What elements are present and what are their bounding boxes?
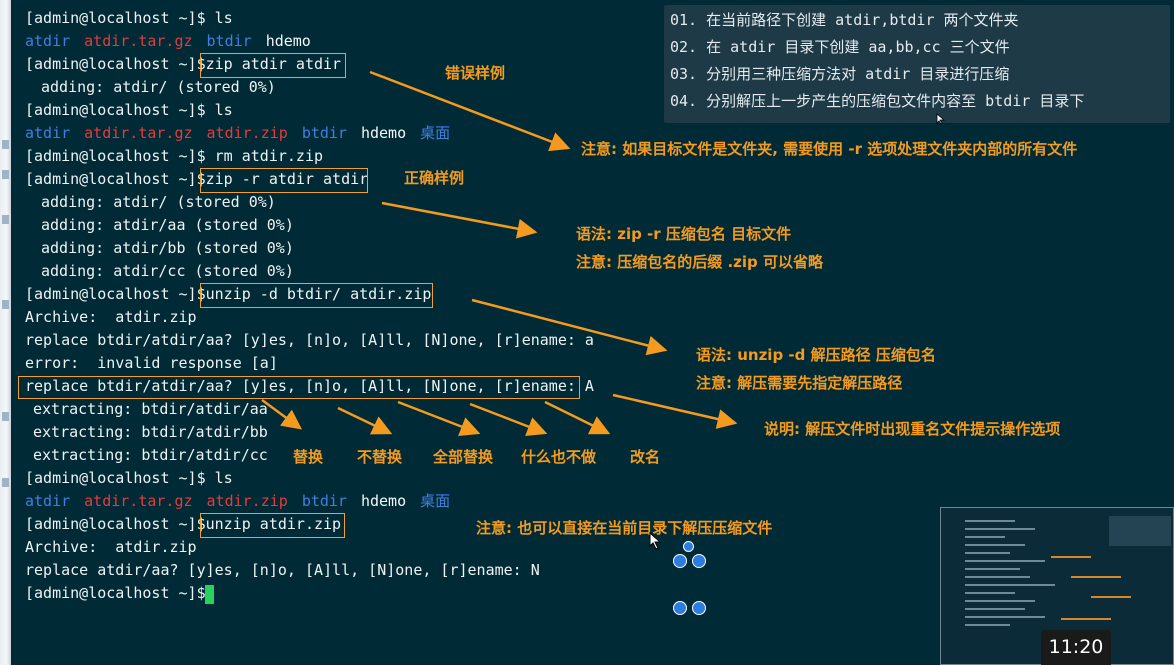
prompt: [admin@localhost ~]$ (25, 9, 206, 27)
prompt: [admin@localhost ~]$ (25, 55, 206, 73)
dir-entry: 桌面 (420, 124, 451, 142)
dir-entry: atdir (25, 124, 71, 142)
command-text: zip atdir atdir (205, 55, 342, 73)
dir-entry: atdir (25, 492, 71, 510)
resize-handle-top-left[interactable] (673, 554, 687, 568)
resize-handle-bottom-right[interactable] (692, 601, 706, 615)
annotation-syntax-unzip: 语法: unzip -d 解压路径 压缩包名 (696, 346, 936, 364)
annotation-note-current: 注意: 也可以直接在当前目录下解压压缩文件 (476, 519, 773, 537)
annotation-opt-none: 什么也不做 (521, 448, 597, 466)
annotation-syntax-zip: 语法: zip -r 压缩包名 目标文件 (576, 225, 792, 243)
output-line: adding: atdir/ (stored 0%) (41, 193, 276, 211)
output-line: adding: atdir/aa (stored 0%) (41, 216, 294, 234)
note-item: 02. 在 atdir 目录下创建 aa,bb,cc 三个文件 (670, 38, 1010, 56)
command-text: rm atdir.zip (214, 147, 324, 165)
output-line: extracting: btdir/atdir/cc (33, 446, 268, 464)
archive-entry: atdir.zip (206, 124, 288, 142)
terminal-line: [admin@localhost ~]$ rm atdir.zip (25, 145, 323, 168)
terminal-line: [admin@localhost ~]$zip atdir atdir (25, 53, 341, 76)
command-text: unzip -d btdir/ atdir.zip (205, 285, 432, 303)
output-line: adding: atdir/ (stored 0%) (41, 78, 276, 96)
annotation-note-folder: 注意: 如果目标文件是文件夹, 需要使用 -r 选项处理文件夹内部的所有文件 (581, 140, 1078, 158)
archive-entry: atdir.tar.gz (84, 124, 193, 142)
annotation-opt-all: 全部替换 (433, 448, 494, 466)
dir-entry: btdir (206, 32, 252, 50)
terminal-line: [admin@localhost ~]$ ls (25, 467, 233, 490)
rotate-handle[interactable] (683, 541, 694, 552)
prompt: [admin@localhost ~]$ (25, 101, 206, 119)
command-text: unzip atdir.zip (205, 515, 342, 533)
annotation-explain-options: 说明: 解压文件时出现重名文件提示操作选项 (764, 420, 1061, 438)
resize-handle-widget[interactable] (670, 540, 710, 620)
highlight-box-replace (18, 376, 580, 399)
note-item: 04. 分别解压上一步产生的压缩包文件内容至 btdir 目录下 (670, 92, 1085, 110)
dir-entry: 桌面 (420, 492, 451, 510)
prompt: [admin@localhost ~]$ (25, 147, 206, 165)
annotation-opt-rename: 改名 (630, 448, 661, 466)
terminal-line: [admin@localhost ~]$unzip atdir.zip (25, 513, 341, 536)
command-text: ls (214, 469, 233, 487)
annotation-wrong-example: 错误样例 (445, 64, 506, 82)
terminal-line: [admin@localhost ~]$ ls (25, 7, 233, 30)
annotation-note-suffix: 注意: 压缩包名的后缀 .zip 可以省略 (576, 253, 823, 271)
terminal-cursor (205, 585, 214, 604)
ls-output: atdir atdir.tar.gz atdir.zip btdir hdemo 桌面 (25, 490, 450, 513)
output-line: replace btdir/atdir/aa? [y]es, [n]o, [A]… (25, 377, 594, 395)
annotation-opt-replace: 替换 (293, 448, 324, 466)
prompt: [admin@localhost ~]$ (25, 584, 206, 602)
output-line: replace atdir/aa? [y]es, [n]o, [A]ll, [N… (25, 561, 540, 579)
file-entry: hdemo (265, 32, 311, 50)
highlight-box-zip-wrong (200, 53, 346, 78)
output-line: extracting: btdir/atdir/aa (33, 400, 268, 418)
terminal-line: [admin@localhost ~]$ ls (25, 99, 233, 122)
task-notes-panel: 01. 在当前路径下创建 atdir,btdir 两个文件夹 02. 在 atd… (664, 5, 1170, 123)
annotation-opt-no-replace: 不替换 (357, 448, 403, 466)
resize-handle-bottom-left[interactable] (673, 601, 687, 615)
file-entry: hdemo (360, 492, 407, 510)
terminal-line: [admin@localhost ~]$unzip -d btdir/ atdi… (25, 283, 431, 306)
file-entry: hdemo (360, 124, 407, 142)
ls-output: atdir atdir.tar.gz btdir hdemo (25, 30, 311, 53)
dir-entry: atdir (25, 32, 71, 50)
prompt: [admin@localhost ~]$ (25, 170, 206, 188)
desktop-edge-strip (0, 0, 11, 665)
annotation-right-example: 正确样例 (404, 169, 465, 187)
archive-entry: atdir.tar.gz (84, 492, 193, 510)
note-item: 01. 在当前路径下创建 atdir,btdir 两个文件夹 (670, 11, 1019, 29)
highlight-box-unzip-d (200, 283, 433, 308)
output-line: error: invalid response [a] (25, 354, 278, 372)
output-line: adding: atdir/cc (stored 0%) (41, 262, 294, 280)
archive-entry: atdir.tar.gz (84, 32, 193, 50)
video-timestamp: 11:20 (1041, 630, 1111, 665)
output-line: extracting: btdir/atdir/bb (33, 423, 268, 441)
annotation-note-path: 注意: 解压需要先指定解压路径 (696, 374, 903, 392)
prompt: [admin@localhost ~]$ (25, 469, 206, 487)
output-line: adding: atdir/bb (stored 0%) (41, 239, 294, 257)
output-line: replace btdir/atdir/aa? [y]es, [n]o, [A]… (25, 331, 594, 349)
command-text: ls (214, 9, 233, 27)
ls-output: atdir atdir.tar.gz atdir.zip btdir hdemo 桌面 (25, 122, 450, 145)
highlight-box-unzip (200, 513, 345, 538)
command-text: zip -r atdir atdir (205, 170, 369, 188)
terminal-line: [admin@localhost ~]$ (25, 582, 206, 605)
dir-entry: btdir (301, 124, 347, 142)
output-line: Archive: atdir.zip (25, 538, 197, 556)
prompt: [admin@localhost ~]$ (25, 285, 206, 303)
note-item: 03. 分别用三种压缩方法对 atdir 目录进行压缩 (670, 65, 1010, 83)
mouse-pointer-icon (649, 532, 662, 550)
close-icon[interactable] (692, 554, 706, 568)
prompt: [admin@localhost ~]$ (25, 515, 206, 533)
highlight-box-zip-r (200, 168, 368, 193)
terminal-line: [admin@localhost ~]$zip -r atdir atdir (25, 168, 368, 191)
mouse-pointer-icon (936, 113, 946, 125)
dir-entry: btdir (301, 492, 347, 510)
output-line: Archive: atdir.zip (25, 308, 197, 326)
command-text: ls (214, 101, 233, 119)
archive-entry: atdir.zip (206, 492, 288, 510)
